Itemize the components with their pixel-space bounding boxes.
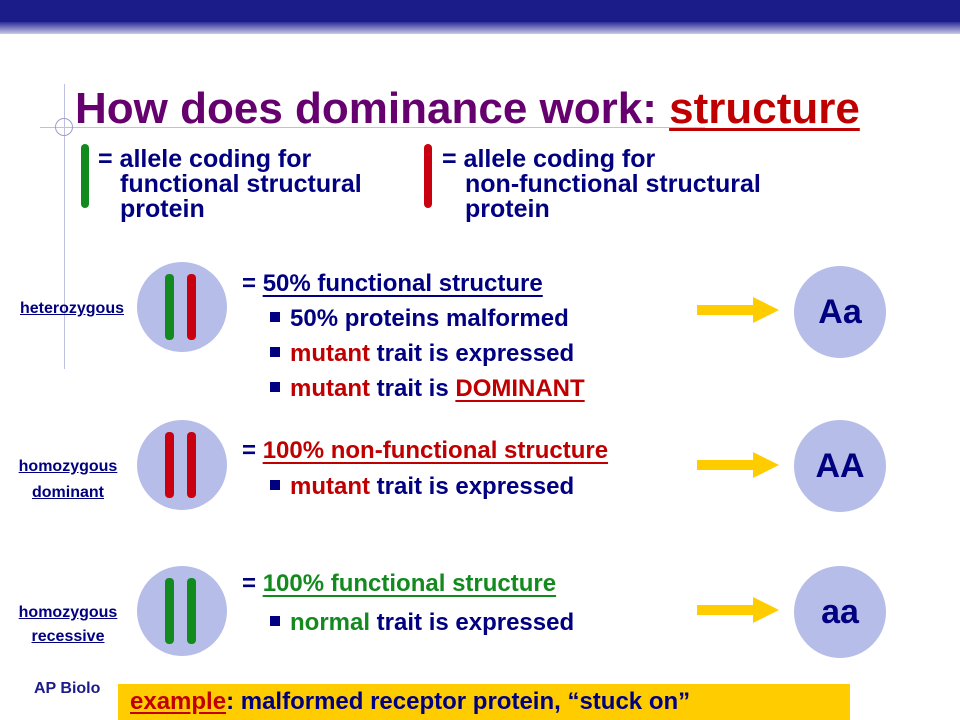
example-banner: example: malformed receptor protein, “st… bbox=[118, 684, 850, 720]
label-homozygous-recessive-2: recessive bbox=[31, 628, 105, 645]
green-chromosome-icon bbox=[187, 578, 196, 644]
statement-heterozygous: = 50% functional structure bbox=[242, 270, 543, 297]
chromosome-pair-homozygous-dominant bbox=[137, 420, 227, 510]
legend-red-line1: = allele coding for bbox=[442, 145, 656, 173]
legend-green-line3: protein bbox=[120, 195, 205, 223]
red-chromosome-icon bbox=[165, 432, 174, 498]
footer-course-label: AP Biolo bbox=[34, 680, 101, 697]
green-allele-bar-icon bbox=[81, 144, 89, 208]
label-heterozygous: heterozygous bbox=[19, 300, 124, 317]
genotype-heterozygous: Aa bbox=[794, 266, 886, 358]
chromosome-pair-heterozygous bbox=[137, 262, 227, 352]
bullet-heterozygous-1: 50% proteins malformed bbox=[270, 305, 569, 333]
green-chromosome-icon bbox=[165, 274, 174, 340]
bullet-homozygous-recessive-1: normal trait is expressed bbox=[270, 609, 574, 637]
genotype-homozygous-dominant: AA bbox=[794, 420, 886, 512]
legend-red-line2: non-functional structural bbox=[465, 170, 761, 198]
decorative-vertical-line bbox=[64, 84, 65, 369]
bullet-heterozygous-2: mutant trait is expressed bbox=[270, 340, 574, 368]
header-bar bbox=[0, 0, 960, 22]
legend-green-line1: = allele coding for bbox=[98, 145, 312, 173]
bullet-heterozygous-3: mutant trait is DOMINANT bbox=[270, 375, 585, 403]
statement-homozygous-recessive: = 100% functional structure bbox=[242, 570, 557, 597]
decorative-horizontal-line bbox=[40, 127, 705, 128]
slide-title: How does dominance work: structure bbox=[75, 84, 860, 133]
header-gradient bbox=[0, 22, 960, 34]
crosshair-icon bbox=[55, 118, 73, 136]
label-homozygous-recessive-1: homozygous bbox=[18, 604, 118, 621]
red-chromosome-icon bbox=[187, 432, 196, 498]
arrow-right-icon bbox=[697, 452, 779, 478]
arrow-right-icon bbox=[697, 597, 779, 623]
legend-green-line2: functional structural bbox=[120, 170, 362, 198]
chromosome-pair-homozygous-recessive bbox=[137, 566, 227, 656]
genotype-homozygous-recessive: aa bbox=[794, 566, 886, 658]
legend-red-line3: protein bbox=[465, 195, 550, 223]
red-allele-bar-icon bbox=[424, 144, 432, 208]
label-homozygous-dominant-2: dominant bbox=[32, 484, 104, 501]
green-chromosome-icon bbox=[165, 578, 174, 644]
red-chromosome-icon bbox=[187, 274, 196, 340]
bullet-homozygous-dominant-1: mutant trait is expressed bbox=[270, 473, 574, 501]
statement-homozygous-dominant: = 100% non-functional structure bbox=[242, 437, 609, 464]
label-homozygous-dominant-1: homozygous bbox=[18, 458, 118, 475]
arrow-right-icon bbox=[697, 297, 779, 323]
